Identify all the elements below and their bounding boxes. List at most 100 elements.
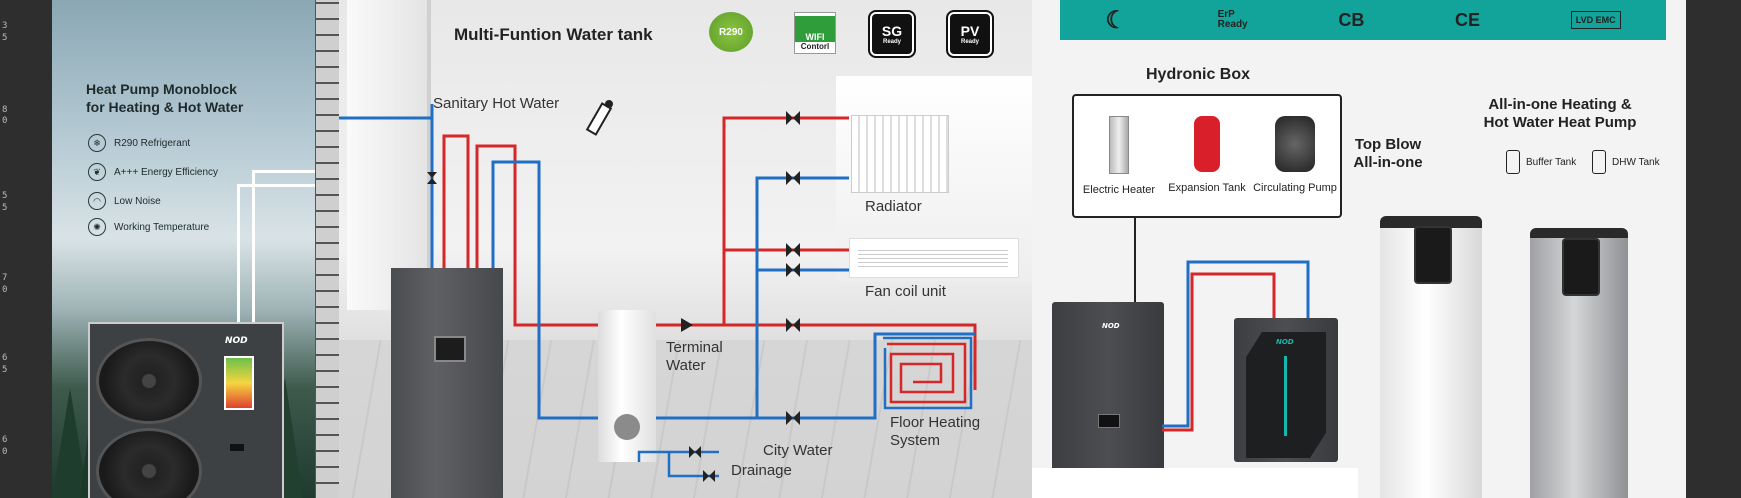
control-display: [434, 336, 466, 362]
cold-pipe: [883, 336, 973, 410]
valve-icon: [786, 411, 800, 425]
ruler-tick: 0: [2, 285, 8, 295]
electric-heater-icon: [1109, 116, 1129, 174]
valve-icon: [689, 446, 701, 458]
heater-display: [1414, 226, 1452, 284]
ruler-tick: 0: [2, 447, 8, 457]
top-blow-line1: Top Blow: [1354, 136, 1422, 153]
pump-icon: [681, 318, 693, 332]
monoblock-title: Heat Pump Monoblock for Heating & Hot Wa…: [86, 80, 306, 116]
expansion-tank-icon: [1194, 116, 1220, 172]
brand-logo: NOD: [1276, 338, 1294, 346]
all-in-one-title: All-in-one Heating & Hot Water Heat Pump: [1460, 96, 1660, 132]
electric-heater-item: Electric Heater: [1074, 116, 1164, 196]
status-light-strip: [1284, 356, 1287, 436]
valve-icon: [786, 171, 800, 185]
feature-label: Working Temperature: [114, 221, 210, 233]
lvd-emc-mark: LVD EMC: [1570, 11, 1621, 29]
leaf-icon: ❦: [88, 163, 106, 181]
ruler-tick: 5: [2, 203, 8, 213]
feature-noise: ◠ Low Noise: [88, 192, 161, 210]
hydronic-item-label: Electric Heater: [1082, 184, 1156, 196]
hot-pipe: [656, 116, 849, 327]
ruler-tick: 0: [2, 116, 8, 126]
circulating-pump-icon: [1275, 116, 1315, 172]
valve-icon: [786, 263, 800, 277]
monoblock-panel: Heat Pump Monoblock for Heating & Hot Wa…: [52, 0, 315, 498]
hydronic-box-title: Hydronic Box: [1146, 66, 1251, 83]
aio-line1: All-in-one Heating &: [1488, 96, 1632, 113]
hot-pipe: [475, 144, 598, 327]
shower-icon: [585, 100, 613, 136]
water-tank: [598, 310, 656, 462]
feature-label: R290 Refrigerant: [114, 137, 191, 149]
unit-display: [1098, 414, 1120, 428]
cold-pipe: [637, 450, 719, 462]
hot-pipe: [887, 342, 967, 404]
floor-strip: [1032, 468, 1358, 498]
hot-pipe: [442, 134, 470, 268]
expansion-tank-item: Expansion Tank: [1162, 116, 1252, 194]
hydronic-box-components: Electric Heater Expansion Tank Circulati…: [1072, 94, 1342, 218]
r290-badge-text: R290: [719, 26, 743, 38]
hot-pipe: [724, 323, 977, 390]
unit-slot: [230, 444, 244, 451]
energy-label: [224, 356, 254, 410]
product-panel: ☾ ErP Ready CB CE LVD EMC Hydronic Box E…: [1032, 0, 1686, 498]
valve-icon: [786, 243, 800, 257]
top-blow-water-heater: [1380, 216, 1482, 498]
heater-top-cap: [1380, 216, 1482, 228]
cb-mark: CB: [1338, 9, 1365, 30]
feature-label: Low Noise: [114, 195, 161, 207]
valve-icon: [786, 111, 800, 125]
erp-ready-label: Ready: [1217, 19, 1248, 30]
ruler-tick: 6: [2, 435, 8, 445]
schematic-panel: Multi-Funtion Water tank R290 WIFI Conto…: [339, 0, 1032, 498]
label-drainage: Drainage: [731, 462, 792, 479]
feature-refrigerant: ❄ R290 Refrigerant: [88, 134, 190, 152]
circulating-pump-item: Circulating Pump: [1250, 116, 1340, 194]
pipe-line: [252, 170, 315, 327]
ce-mark: CE: [1455, 9, 1481, 30]
monoblock-heat-pump-unit: NOD: [88, 322, 284, 498]
pipe-line: [237, 184, 315, 327]
erp-label: ErP: [1217, 9, 1235, 20]
tank-port: [614, 414, 640, 440]
label-floor-heating: Floor Heating System: [890, 414, 980, 450]
ruler-tick: 7: [2, 273, 8, 283]
snowflake-icon: ❄: [88, 134, 106, 152]
sg-ready-badge: SG Ready: [868, 10, 916, 58]
all-in-one-heat-pump: [1530, 228, 1628, 498]
label-terminal-line2: Water: [666, 357, 706, 374]
ruler-tick: 5: [2, 33, 8, 43]
legend-label: Buffer Tank: [1526, 156, 1577, 168]
ruler-tick: 5: [2, 365, 8, 375]
certification-bar: ☾ ErP Ready CB CE LVD EMC: [1060, 0, 1666, 40]
cold-pipe: [491, 160, 598, 420]
ruler-tick: 8: [2, 105, 8, 115]
wifi-badge-subtext: Contorl: [800, 41, 830, 51]
cold-pipe: [1162, 260, 1310, 428]
thermometer-icon: ✺: [88, 218, 106, 236]
r290-badge: R290: [709, 12, 753, 52]
radiator: [851, 115, 949, 193]
label-terminal-line1: Terminal: [666, 339, 723, 356]
aio-line2: Hot Water Heat Pump: [1483, 114, 1637, 131]
connector-line: [1134, 216, 1136, 302]
label-floor-line2: System: [890, 432, 941, 449]
cold-pipe: [757, 332, 975, 420]
left-ruler: 3 5 8 0 5 5 7 0 6 5 6 0: [0, 0, 52, 498]
schematic-heading: Multi-Funtion Water tank: [454, 25, 653, 44]
pv-badge-subtext: Ready: [960, 39, 979, 45]
label-floor-line1: Floor Heating: [890, 414, 981, 431]
valve-icon: [786, 318, 800, 332]
outdoor-unit: NOD: [1052, 302, 1164, 498]
monoblock-title-line1: Heat Pump Monoblock: [86, 81, 237, 97]
window-left: [347, 0, 431, 310]
cold-pipe: [339, 116, 434, 268]
hydronic-item-label: Circulating Pump: [1253, 182, 1337, 194]
label-city-water: City Water: [763, 442, 833, 459]
sg-badge-subtext: Ready: [882, 39, 901, 45]
heater-top-cap: [1530, 228, 1628, 238]
fan-icon: [96, 338, 202, 424]
